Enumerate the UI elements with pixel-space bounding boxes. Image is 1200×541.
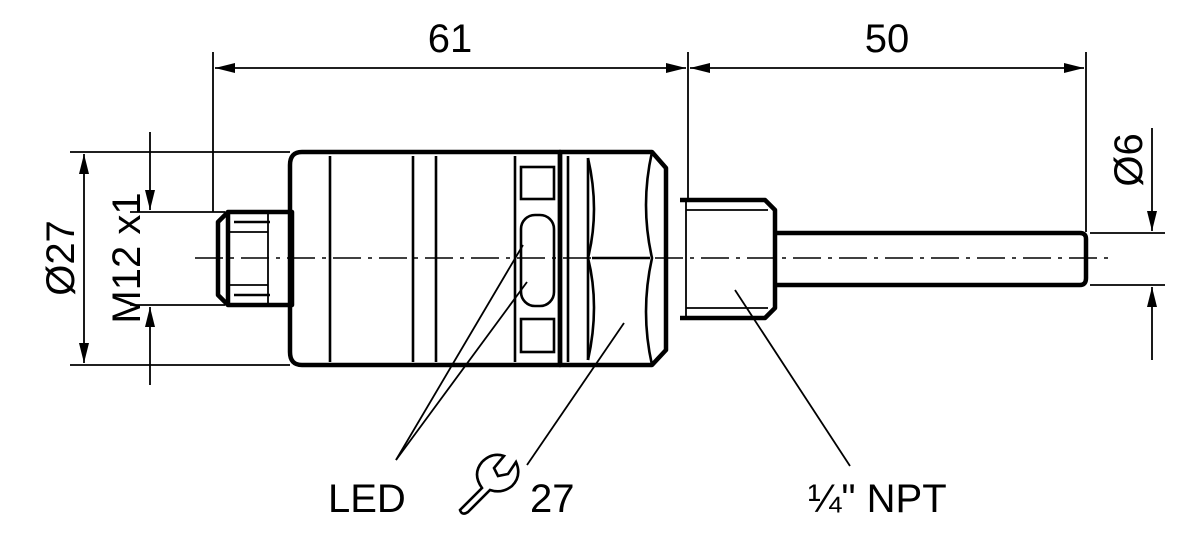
wrench-icon (458, 453, 520, 515)
dimension-d6: Ø6 (1107, 128, 1157, 360)
leader-lines (395, 244, 851, 467)
dimension-m12: M12 x1 (105, 132, 155, 385)
dimension-61: 61 (215, 17, 686, 73)
probe (775, 230, 1089, 288)
led-label: LED (328, 477, 406, 521)
npt-thread (680, 197, 778, 321)
dimension-d27: Ø27 (39, 154, 89, 363)
dimension-50: 50 (690, 17, 1084, 73)
dimension-m12-label: M12 x1 (105, 192, 149, 323)
npt-label: ¼" NPT (808, 477, 947, 521)
dimension-50-label: 50 (865, 17, 910, 61)
wrench-size-label: 27 (530, 477, 575, 521)
dimension-61-label: 61 (428, 17, 473, 61)
extension-lines (70, 52, 1165, 366)
hex-nut (557, 149, 669, 368)
dimension-d6-label: Ø6 (1107, 133, 1151, 186)
led-band (519, 165, 556, 354)
housing-body (287, 149, 563, 368)
dimension-d27-label: Ø27 (39, 220, 83, 296)
